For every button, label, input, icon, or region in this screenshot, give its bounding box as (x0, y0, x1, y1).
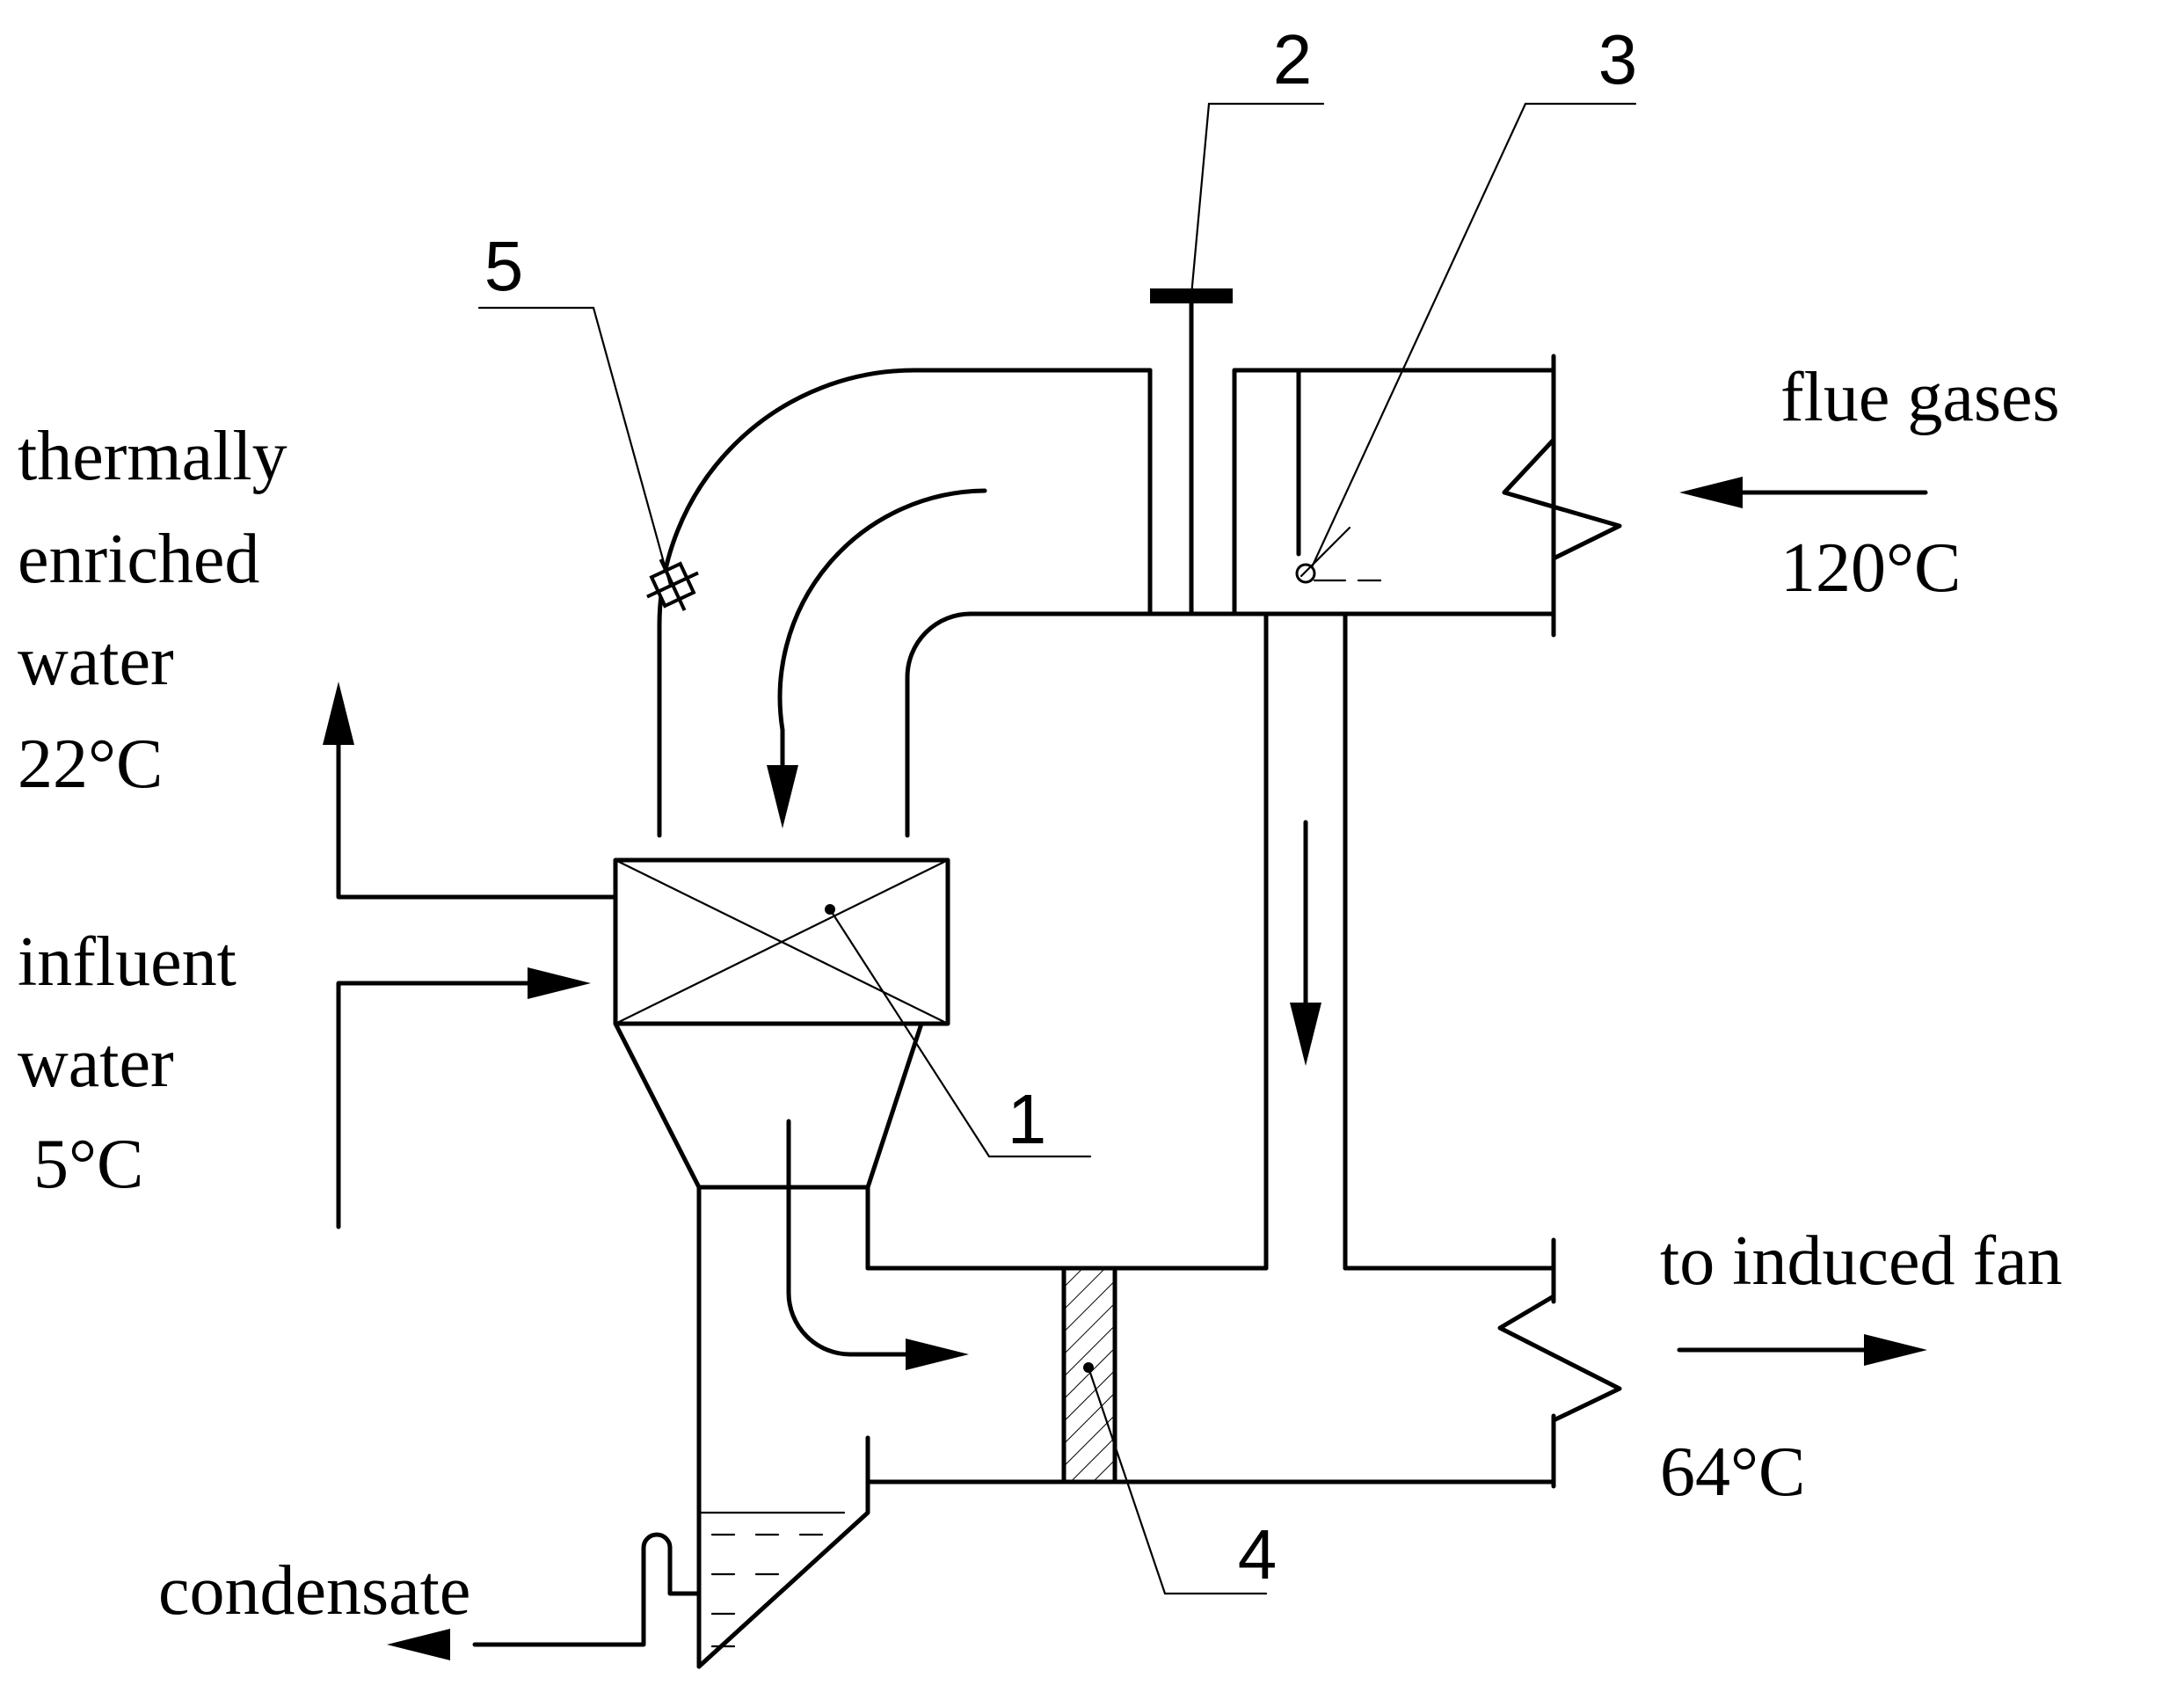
enriched-water-line-2: enriched (18, 521, 259, 598)
condensate-label: condensate (158, 1552, 470, 1630)
thermometer-2 (1150, 288, 1233, 616)
heat-exchanger (613, 857, 950, 1026)
component-number-1: 1 (1008, 1080, 1047, 1158)
component-number-4: 4 (1238, 1515, 1278, 1594)
enriched-water-temp: 22°C (18, 726, 163, 803)
to-fan-label: to induced fan (1660, 1222, 2063, 1300)
influent-water-temp: 5°C (33, 1126, 143, 1203)
outlet-duct (1497, 1237, 1622, 1489)
flap-3 (1295, 368, 1382, 584)
enriched-water-line-3: water (18, 623, 174, 700)
flow-arrows (323, 477, 1928, 1660)
flue-gases-label: flue gases (1780, 359, 2060, 436)
to-fan-temp: 64°C (1660, 1433, 1805, 1511)
flue-gas-inlet-duct (1232, 354, 1622, 638)
component-number-3: 3 (1598, 20, 1638, 98)
component-number-2: 2 (1273, 20, 1313, 98)
component-number-5: 5 (484, 227, 524, 305)
bypass-duct (1263, 611, 1556, 1271)
influent-water-line-1: influent (18, 923, 237, 1001)
influent-water-line-2: water (18, 1025, 174, 1102)
damper-4 (1061, 1266, 1117, 1485)
flue-gases-temp: 120°C (1780, 529, 1961, 607)
leader-lines (477, 102, 1637, 1595)
condensate-trap (472, 1435, 870, 1669)
labels: 1 2 3 4 5 flue gases 120°C thermally enr… (18, 20, 2063, 1630)
elbow-duct (657, 368, 1269, 838)
valve-5 (646, 558, 699, 611)
enriched-water-line-1: thermally (18, 418, 288, 495)
